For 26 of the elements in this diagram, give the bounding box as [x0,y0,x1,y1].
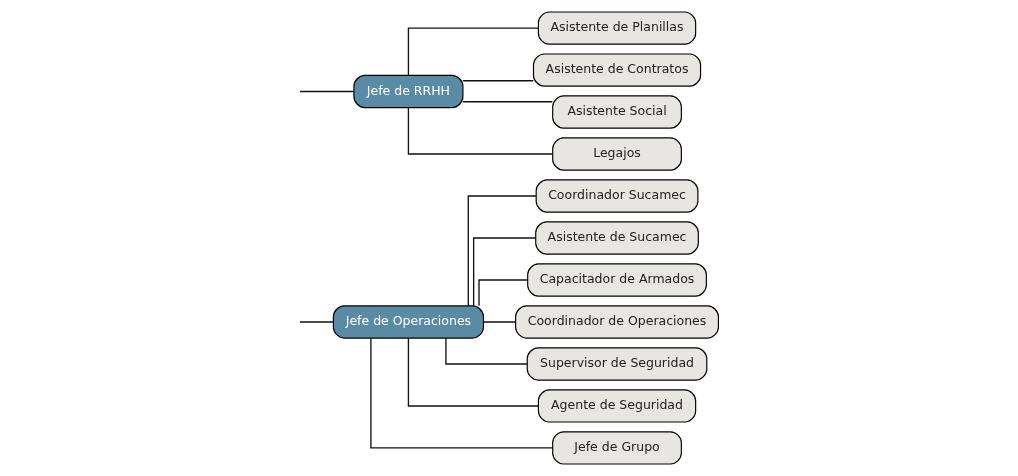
node-box: Coordinador Sucamec [535,179,698,213]
connector [407,27,539,76]
node-box: Legajos [551,137,682,171]
connector [407,106,553,155]
connector [444,337,528,365]
node-box: Asistente de Sucamec [534,221,699,255]
connector [300,90,354,93]
node-box: Asistente de Contratos [532,53,701,87]
connector [369,337,553,449]
node-box: Asistente Social [551,95,682,129]
node-box: Jefe de RRHH [352,74,463,109]
connector [477,279,528,307]
node-box: Agente de Seguridad [537,389,696,423]
node-box: Coordinador de Operaciones [514,305,719,339]
connector [461,101,553,103]
node-box: Jefe de Operaciones [332,305,484,339]
node-box: Asistente de Planillas [537,11,696,45]
connector [300,321,334,323]
connector [467,195,537,307]
connector [482,321,516,323]
node-box: Capacitador de Armados [526,263,707,297]
connector [472,237,536,307]
connector [461,80,534,82]
connector [407,337,539,407]
node-box: Jefe de Grupo [551,431,682,465]
node-box: Supervisor de Seguridad [526,347,707,381]
